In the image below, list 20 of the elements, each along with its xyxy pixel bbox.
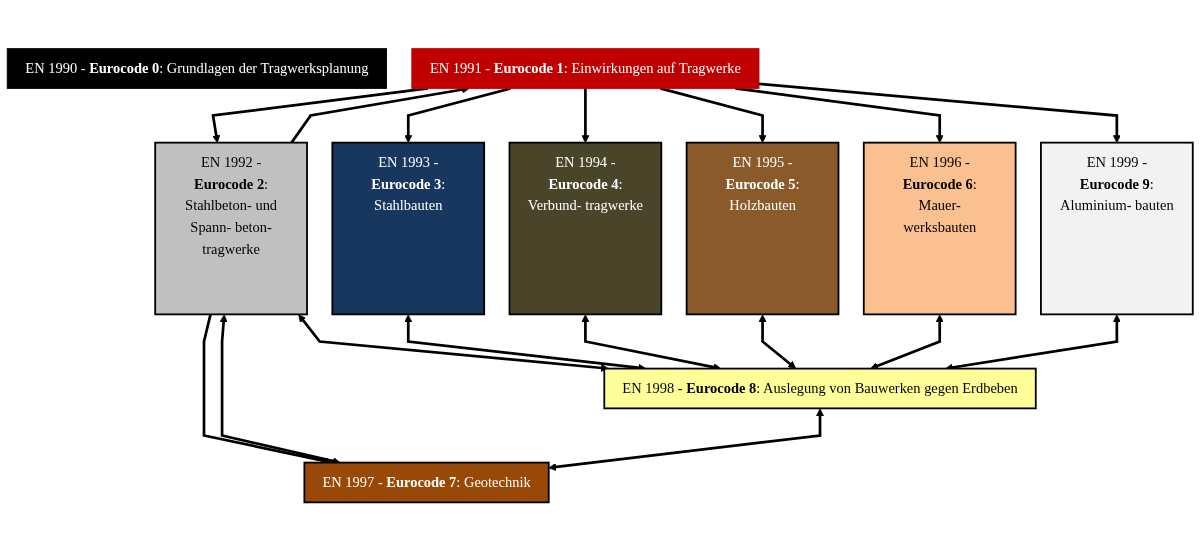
node-box [303,461,550,504]
node-box [411,48,760,89]
arrow [758,314,797,369]
node-box [154,141,308,316]
arrow [870,314,944,370]
arrow [660,87,767,143]
node-box [603,367,1037,410]
node-box [685,141,840,316]
arrow [298,314,609,372]
arrow [581,88,590,143]
node-box [1040,141,1194,316]
arrow [404,87,511,143]
arrow [211,87,429,143]
arrow [758,82,1121,143]
node-box [862,141,1017,316]
node-box [6,48,387,89]
arrow [548,408,824,471]
arrow [735,87,944,143]
node-box [331,141,486,316]
node-box [508,141,663,316]
